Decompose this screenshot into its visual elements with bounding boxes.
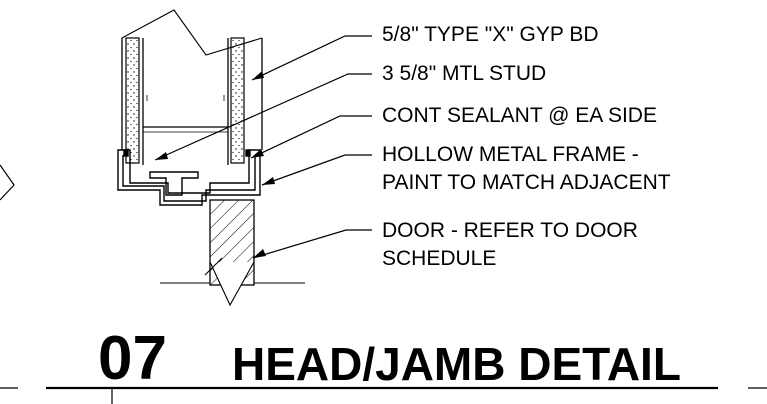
hollow-metal-frame	[117, 149, 261, 206]
detail-number: 07	[98, 324, 167, 393]
section-marker-arrow	[0, 164, 15, 201]
note-frame-line2: PAINT TO MATCH ADJACENT	[382, 171, 671, 194]
note-gyp-board: 5/8" TYPE "X" GYP BD	[382, 23, 599, 46]
note-metal-stud: 3 5/8" MTL STUD	[382, 62, 547, 85]
leader-arrowheads	[155, 71, 275, 258]
note-sealant: CONT SEALANT @ EA SIDE	[382, 104, 657, 127]
door-leaf	[160, 199, 305, 307]
note-door-line2: SCHEDULE	[382, 247, 497, 270]
detail-title: HEAD/JAMB DETAIL	[232, 338, 681, 390]
note-door-line1: DOOR - REFER TO DOOR	[382, 219, 638, 242]
wall-section	[121, 9, 263, 165]
leader-lines	[154, 35, 372, 259]
title-rule	[0, 386, 767, 404]
note-frame-line1: HOLLOW METAL FRAME -	[382, 143, 639, 166]
